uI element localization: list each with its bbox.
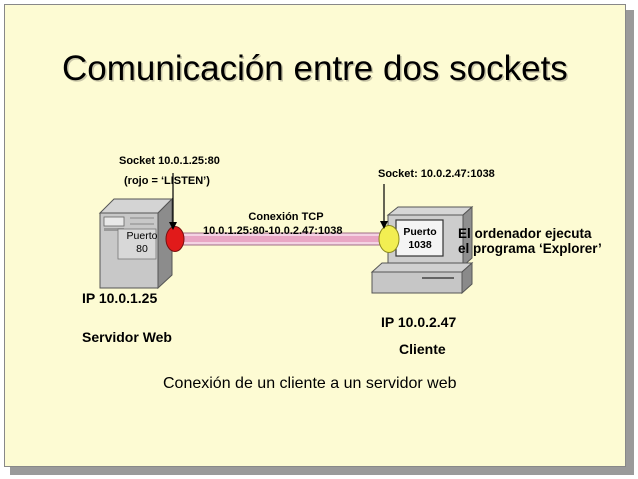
client-computer-icon: [370, 205, 474, 295]
client-role: Cliente: [399, 341, 446, 357]
server-port-number: 80: [136, 243, 148, 255]
client-ip: IP 10.0.2.47: [381, 314, 457, 330]
server-tower-icon: [98, 197, 174, 290]
server-role: Servidor Web: [82, 329, 172, 345]
client-socket-arrow: [380, 184, 388, 229]
client-socket-endpoint: [378, 225, 400, 253]
server-socket-endpoint: [165, 226, 185, 252]
slide-title: Comunicación entre dos sockets: [62, 49, 568, 88]
slide-caption: Conexión de un cliente a un servidor web: [163, 375, 457, 392]
server-socket-label: Socket 10.0.1.25:80: [119, 155, 220, 167]
client-port-number: 1038: [408, 239, 432, 251]
server-listen-note: (rojo = ‘LISTEN’): [124, 175, 210, 187]
server-ip: IP 10.0.1.25: [82, 290, 158, 306]
client-socket-label: Socket: 10.0.2.47:1038: [378, 168, 495, 180]
server-port-word: Puerto: [126, 230, 158, 242]
connection-label: Conexión TCP: [248, 211, 324, 223]
client-port-word: Puerto: [403, 226, 437, 238]
server-socket-arrow: [169, 173, 177, 230]
client-program-note-line1: El ordenador ejecuta: [458, 226, 592, 241]
connection-endpoints: 10.0.1.25:80-10.0.2.47:1038: [203, 225, 343, 237]
client-program-note-line2: el programa ‘Explorer’: [458, 241, 602, 256]
